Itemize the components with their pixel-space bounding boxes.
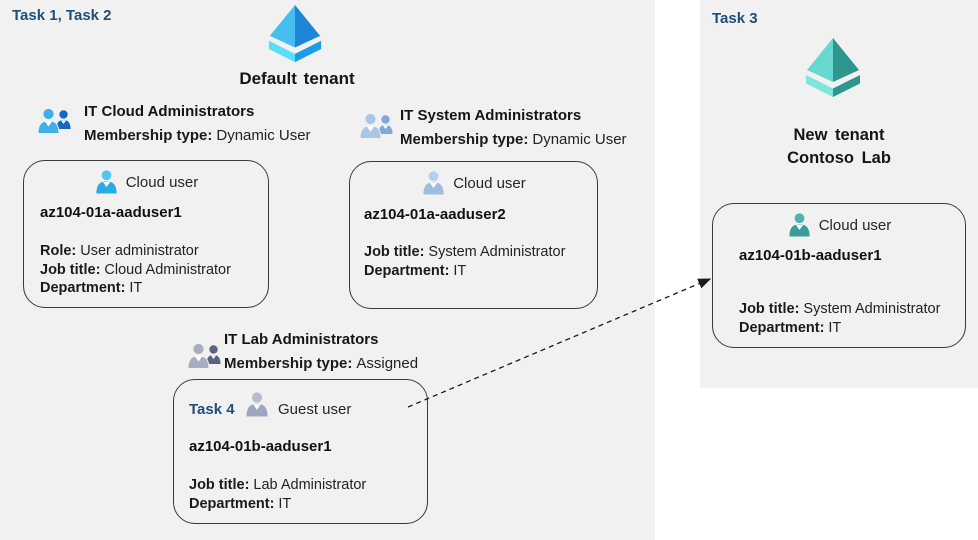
attr-job-title: Job title:System Administrator — [364, 244, 566, 260]
attr-department: Department:IT — [189, 495, 292, 512]
attr-job-title: Job title:Lab Administrator — [189, 477, 367, 493]
group-people-icon — [186, 341, 224, 371]
new-tenant-title: New tenant Contoso Lab — [712, 124, 966, 170]
azure-ad-tenant-icon — [262, 4, 328, 64]
membership-type-label: Membership type: — [84, 127, 213, 144]
membership-type-label: Membership type: — [224, 355, 353, 372]
username: az104-01b-aaduser1 — [739, 247, 882, 264]
task-3-label: Task 3 — [712, 10, 758, 27]
membership-type-value: Dynamic User — [532, 131, 627, 148]
cloud-user-card-1: Cloud user az104-01a-aaduser1 Role:User … — [23, 160, 269, 308]
attr-job-title: Job title:Cloud Administrator — [40, 261, 231, 278]
user-attributes: Role:User administrator Job title:Cloud … — [40, 242, 231, 298]
membership-type-value: Assigned — [356, 355, 419, 372]
attr-department: Department:IT — [364, 262, 467, 279]
attr-department: Department:IT — [739, 319, 842, 336]
attr-job-title: Job title:System Administrator — [739, 301, 941, 317]
new-tenant-title-line1: New tenant — [793, 126, 885, 144]
group-name: IT Cloud Administrators — [84, 103, 255, 120]
user-type-label: Cloud user — [818, 216, 892, 234]
user-type-label: Cloud user — [125, 173, 199, 191]
guest-user-card: Task 4 Guest user az104-01b-aaduser1 Job… — [173, 379, 428, 524]
group-name: IT Lab Administrators — [224, 331, 379, 348]
azure-ad-new-tenant-icon — [799, 37, 867, 99]
membership-type-line: Membership type:Dynamic User — [400, 131, 627, 148]
group-people-icon — [358, 111, 396, 141]
group-name: IT System Administrators — [400, 107, 582, 124]
task-4-label: Task 4 — [189, 401, 235, 418]
membership-type-label: Membership type: — [400, 131, 529, 148]
default-tenant-title: Default tenant — [239, 69, 355, 88]
user-type-label: Cloud user — [453, 174, 526, 192]
username: az104-01b-aaduser1 — [189, 438, 332, 455]
cloud-user-icon — [421, 169, 446, 197]
card-header: Cloud user — [713, 211, 965, 239]
cloud-user-icon — [94, 168, 119, 196]
user-attributes: Job title:System Administrator Departmen… — [739, 300, 940, 337]
attr-department: Department:IT — [40, 280, 143, 297]
attr-role: Role:User administrator — [40, 243, 199, 259]
user-type-label: Guest user — [278, 401, 352, 418]
card-header: Cloud user — [350, 169, 597, 197]
membership-type-value: Dynamic User — [216, 127, 311, 144]
new-tenant-cloud-user-card: Cloud user az104-01b-aaduser1 Job title:… — [712, 203, 966, 348]
task-1-2-label: Task 1, Task 2 — [12, 7, 112, 24]
username: az104-01a-aaduser1 — [40, 204, 182, 221]
guest-user-icon — [244, 390, 270, 419]
cloud-user-card-2: Cloud user az104-01a-aaduser2 Job title:… — [349, 161, 598, 309]
group-people-icon — [36, 106, 74, 136]
username: az104-01a-aaduser2 — [364, 206, 506, 223]
default-tenant-panel — [0, 0, 655, 540]
user-attributes: Job title:System Administrator Departmen… — [364, 243, 565, 280]
new-tenant-title-line2: Contoso Lab — [787, 149, 891, 167]
cloud-user-icon — [787, 211, 812, 239]
membership-type-line: Membership type:Dynamic User — [84, 127, 311, 144]
user-attributes: Job title:Lab Administrator Department:I… — [189, 476, 366, 513]
membership-type-line: Membership type:Assigned — [224, 355, 418, 372]
card-header: Cloud user — [24, 168, 268, 196]
